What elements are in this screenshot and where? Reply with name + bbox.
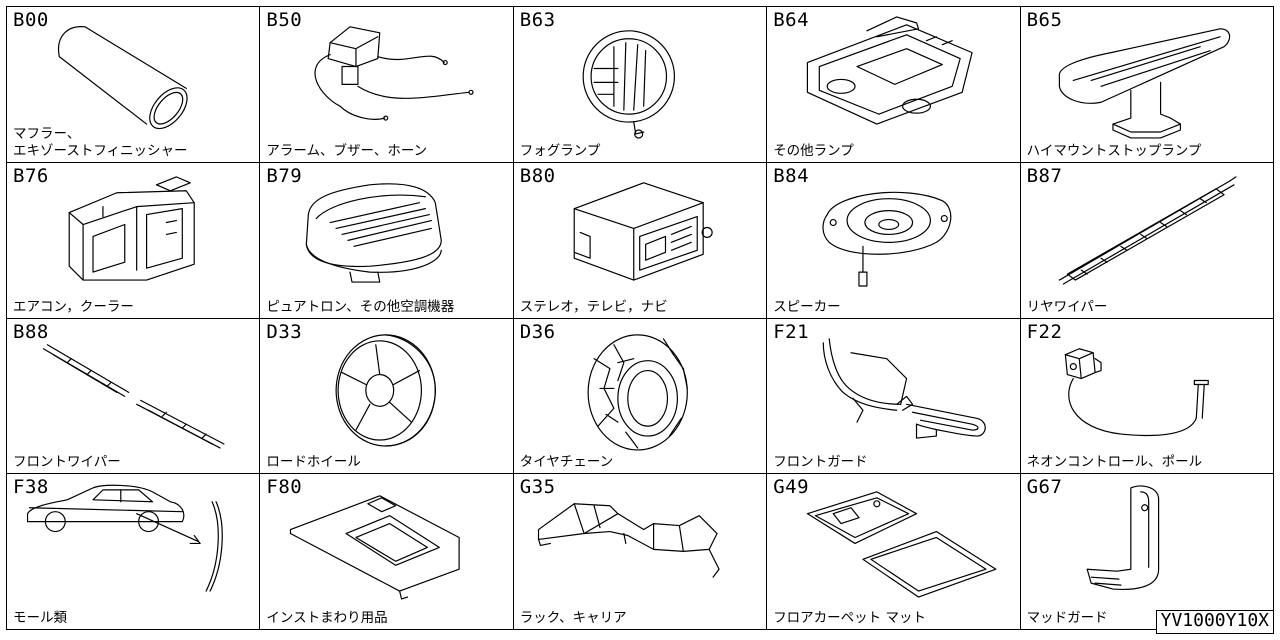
category-code: B80: [519, 164, 556, 187]
category-cell-b76[interactable]: B76 エアコン，クーラー: [7, 162, 261, 319]
category-cell-b84[interactable]: B84 スピーカー: [767, 162, 1021, 319]
category-cell-b80[interactable]: B80 ステレオ，テレビ，ナビ: [513, 162, 768, 319]
category-cell-b00[interactable]: B00 マフラー、 エキゾーストフィニッシャー: [7, 7, 261, 163]
category-cell-g35[interactable]: G35 ラック、キャリア: [513, 474, 768, 630]
molding-illustration: [26, 484, 223, 592]
category-label: フロントワイパー: [13, 454, 121, 471]
category-label: マフラー、 エキゾーストフィニッシャー: [13, 125, 188, 159]
category-code: D33: [266, 320, 303, 343]
tire-chain-illustration: [587, 333, 688, 451]
category-code: B88: [13, 320, 49, 343]
air-conditioner-illustration: [68, 176, 195, 281]
road-wheel-illustration: [335, 333, 437, 447]
car-stereo-illustration: [573, 181, 713, 281]
category-code: F21: [773, 320, 810, 343]
category-cell-d36[interactable]: D36 タイヤチェーン: [513, 318, 768, 475]
category-label: エアコン，クーラー: [13, 298, 134, 315]
category-code: F80: [266, 476, 303, 499]
category-code: G35: [519, 476, 556, 499]
roof-rack-illustration: [537, 503, 720, 579]
front-wiper-illustration: [42, 343, 225, 449]
rear-wiper-illustration: [1058, 176, 1237, 285]
category-label: スピーカー: [773, 298, 841, 315]
category-code: B87: [1026, 164, 1063, 187]
category-label: その他ランプ: [773, 142, 854, 159]
category-cell-d33[interactable]: D33 ロードホイール: [260, 318, 514, 475]
category-label: ネオンコントロール、ポール: [1026, 454, 1203, 471]
category-label: フォグランプ: [519, 142, 601, 159]
category-code: B65: [1026, 9, 1063, 31]
category-code: F22: [1026, 320, 1063, 343]
category-label: タイヤチェーン: [519, 454, 614, 471]
category-cell-b65[interactable]: B65 ハイマウントストップランプ: [1020, 7, 1274, 163]
category-label: インストまわり用品: [266, 610, 388, 626]
speaker-illustration: [822, 191, 952, 287]
category-cell-f80[interactable]: F80 インストまわり用品: [260, 474, 514, 630]
category-code: B79: [266, 164, 303, 187]
category-code: B50: [266, 9, 303, 31]
category-cell-b88[interactable]: B88 フロントワイパー: [7, 318, 261, 475]
category-cell-b87[interactable]: B87 リヤワイパー: [1020, 162, 1274, 319]
map-lamp-illustration: [806, 16, 973, 125]
floor-mat-illustration: [806, 491, 997, 598]
category-label: ステレオ，テレビ，ナビ: [519, 298, 668, 315]
category-cell-g67[interactable]: G67 マッドガード: [1020, 474, 1274, 630]
category-label: ラック、キャリア: [519, 610, 627, 626]
category-cell-b50[interactable]: B50 アラーム、ブザー、ホーン: [260, 7, 514, 163]
category-label: アラーム、ブザー、ホーン: [266, 142, 428, 159]
category-code: D36: [519, 320, 556, 343]
front-guard-illustration: [822, 337, 986, 439]
catalog-reference-code: YV1000Y10X: [1155, 610, 1274, 634]
fog-lamp-illustration: [582, 30, 675, 139]
category-cell-f22[interactable]: F22 ネオンコントロール、ポール: [1020, 318, 1274, 475]
category-label: フロアカーペット マット: [773, 610, 926, 626]
category-label: ピュアトロン、その他空調機器: [266, 298, 455, 315]
category-code: G49: [773, 476, 810, 499]
category-code: G67: [1026, 476, 1063, 499]
category-label: フロントガード: [773, 454, 868, 471]
category-cell-b63[interactable]: B63 フォグランプ: [513, 7, 768, 163]
parts-category-grid: B00 マフラー、 エキゾーストフィニッシャー B50 アラーム、ブザー、ホーン: [6, 6, 1274, 630]
category-label: ロードホイール: [266, 454, 361, 471]
category-cell-b79[interactable]: B79 ピュアトロン、その他空調機器: [260, 162, 514, 319]
category-code: B63: [519, 9, 556, 31]
instrument-accessory-illustration: [290, 495, 461, 600]
alarm-buzzer-illustration: [314, 26, 474, 121]
category-code: B84: [773, 164, 810, 187]
category-cell-g49[interactable]: G49 フロアカーペット マット: [767, 474, 1021, 630]
mud-guard-illustration: [1086, 485, 1159, 591]
category-cell-f21[interactable]: F21 フロントガード: [767, 318, 1021, 475]
category-label: ハイマウントストップランプ: [1026, 142, 1202, 159]
muffler-illustration: [57, 26, 188, 130]
category-code: B00: [13, 9, 49, 31]
category-code: B64: [773, 9, 810, 31]
category-cell-f38[interactable]: F38 モール類: [7, 474, 261, 630]
neon-control-pole-illustration: [1064, 347, 1209, 436]
category-label: モール類: [13, 610, 67, 626]
high-mount-stop-lamp-illustration: [1058, 28, 1230, 139]
air-purifier-illustration: [306, 183, 443, 283]
category-code: B76: [13, 164, 49, 187]
category-code: F38: [13, 476, 49, 499]
category-label: マッドガード: [1026, 610, 1108, 626]
category-cell-b64[interactable]: B64 その他ランプ: [767, 7, 1021, 163]
category-label: リヤワイパー: [1026, 298, 1108, 315]
